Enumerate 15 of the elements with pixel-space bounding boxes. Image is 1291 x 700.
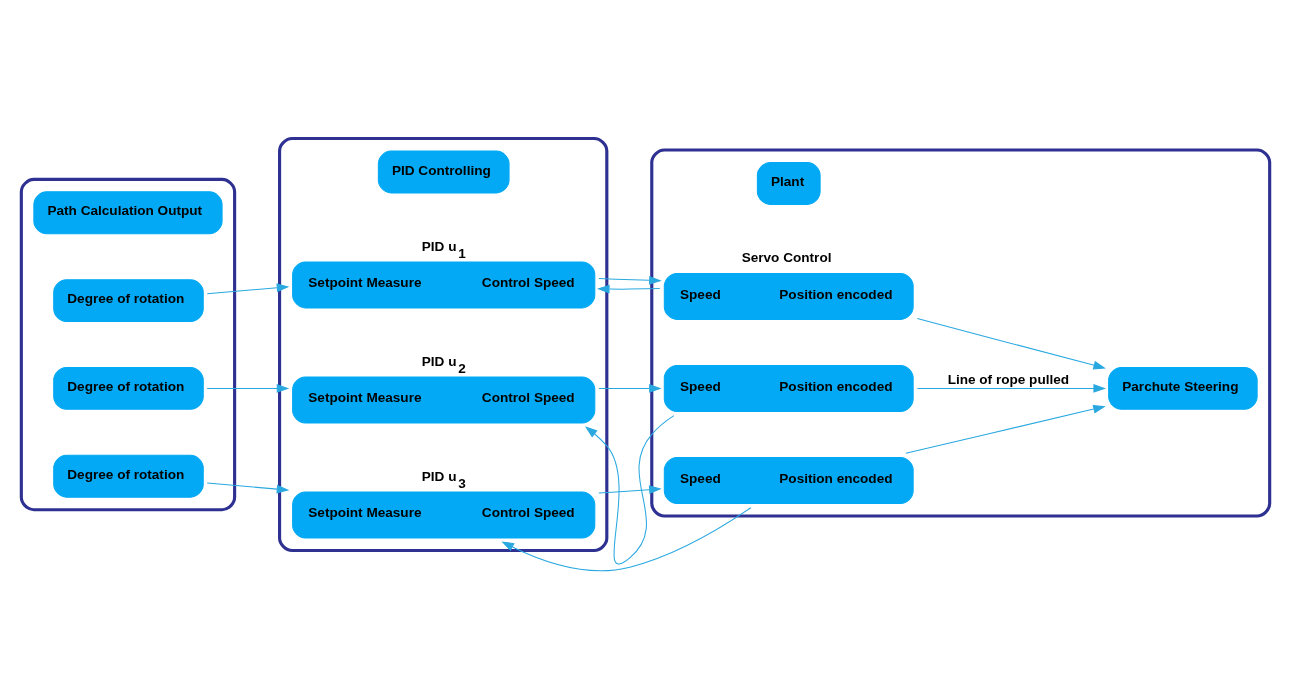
arrow xyxy=(916,383,1106,393)
edge-label: Line of rope pulled xyxy=(947,371,1070,387)
arrow xyxy=(905,404,1106,454)
node-label: Servo Control xyxy=(741,249,832,265)
arrow xyxy=(501,506,752,571)
arrow xyxy=(206,383,290,393)
arrow xyxy=(584,414,675,564)
cluster xyxy=(19,177,237,511)
arrow xyxy=(206,282,290,294)
arrow xyxy=(916,317,1106,369)
arrow xyxy=(598,484,662,494)
arrow xyxy=(598,275,662,285)
arrow xyxy=(598,383,662,393)
arrow xyxy=(206,482,290,493)
arrow xyxy=(597,284,661,293)
